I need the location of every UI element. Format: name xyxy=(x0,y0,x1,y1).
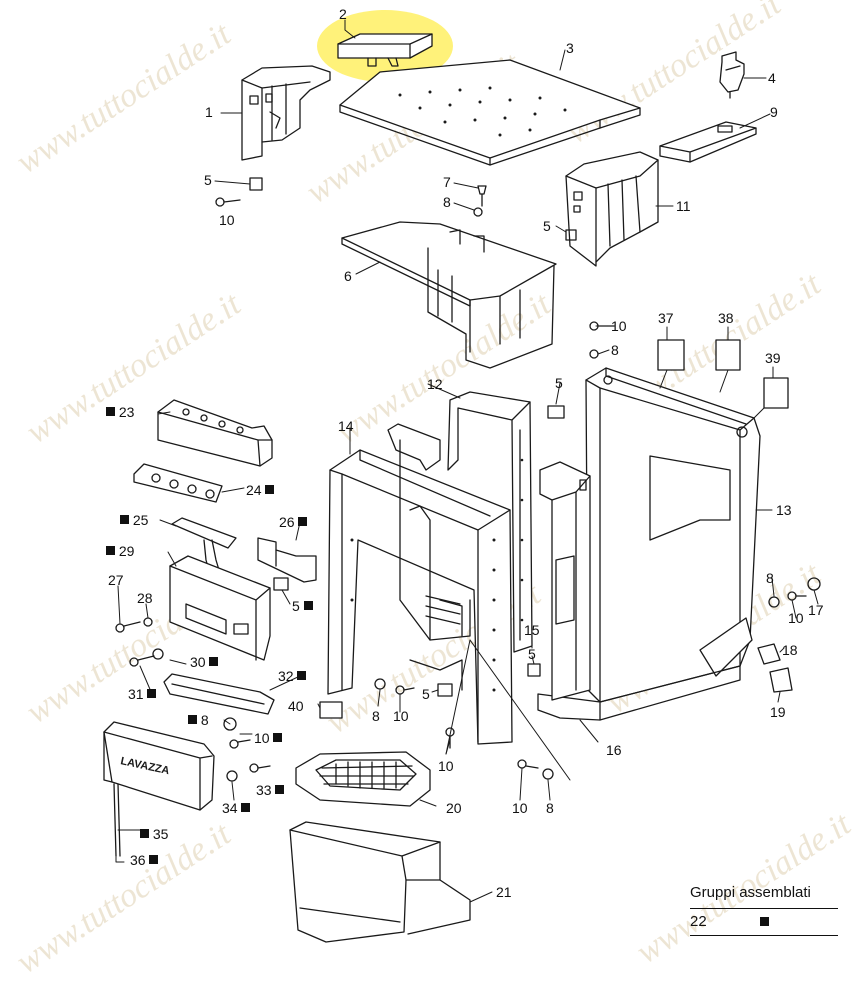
label-part-2: 2 xyxy=(339,6,347,22)
label-part-8d: 8 xyxy=(372,708,380,724)
label-part-10g: 10 xyxy=(512,800,528,816)
part-40-label xyxy=(319,701,343,719)
label-part-12: 12 xyxy=(427,376,443,392)
legend-title: Gruppi assemblati xyxy=(690,884,811,901)
label-part-11: 11 xyxy=(676,198,691,214)
part-35-36-rod xyxy=(113,783,121,857)
part-23-button-cover xyxy=(157,399,273,467)
part-32-trim xyxy=(163,673,275,715)
part-25-29-board xyxy=(169,517,271,661)
label-part-8f: 8 xyxy=(546,800,554,816)
label-part-5a: 5 xyxy=(204,172,212,188)
legend-row-code: 22 xyxy=(690,913,707,930)
label-part-30: 30 xyxy=(190,654,219,670)
label-part-20: 20 xyxy=(446,800,462,816)
exploded-parts-diagram: www.tuttocialde.it www.tuttocialde.it ww… xyxy=(10,0,855,981)
label-part-1: 1 xyxy=(205,104,213,120)
part-1-bracket xyxy=(241,65,331,161)
label-part-10f: 10 xyxy=(438,758,454,774)
legend-divider xyxy=(690,935,838,936)
label-part-10a: 10 xyxy=(219,212,235,228)
part-39-pad xyxy=(763,377,789,409)
label-part-24: 24 xyxy=(246,482,275,498)
label-part-4: 4 xyxy=(768,70,776,86)
part-38-pad xyxy=(715,339,741,371)
label-part-8e: 8 xyxy=(188,712,209,728)
assembled-groups-legend: Gruppi assemblati 22 xyxy=(690,884,838,936)
label-part-17: 17 xyxy=(808,602,824,618)
part-11-housing xyxy=(565,151,659,267)
label-part-18: 18 xyxy=(782,642,798,658)
label-part-5e: 5 xyxy=(528,646,536,662)
part-9-panel xyxy=(659,121,757,163)
part-3-top-plate xyxy=(339,59,641,166)
leader-lines xyxy=(115,19,819,903)
screws-washers xyxy=(115,177,821,782)
part-12-panel xyxy=(447,391,533,653)
label-part-15: 15 xyxy=(524,622,540,638)
label-part-3: 3 xyxy=(566,40,574,56)
part-6-tray xyxy=(341,221,557,369)
label-part-40: 40 xyxy=(288,698,304,714)
label-part-10c: 10 xyxy=(788,610,804,626)
part-13-side-shell xyxy=(585,367,761,703)
part-2-cover xyxy=(337,33,433,67)
label-part-8c: 8 xyxy=(766,570,774,586)
label-part-25: 25 xyxy=(120,512,148,528)
label-part-5c: 5 xyxy=(555,375,563,391)
part-21-drip-tray xyxy=(289,821,471,943)
part-34-front-panel xyxy=(103,721,215,811)
label-part-28: 28 xyxy=(137,590,153,606)
label-part-39: 39 xyxy=(765,350,781,366)
label-part-8a: 8 xyxy=(443,194,451,210)
part-37-pad xyxy=(657,339,685,371)
label-part-35: 35 xyxy=(140,826,168,842)
label-part-10e: 10 xyxy=(254,730,283,746)
label-part-16: 16 xyxy=(606,742,622,758)
legend-row: 22 xyxy=(690,913,838,931)
label-part-9: 9 xyxy=(770,104,778,120)
label-part-27: 27 xyxy=(108,572,124,588)
part-4-clip xyxy=(719,51,745,99)
label-part-34: 34 xyxy=(222,800,251,816)
label-part-33: 33 xyxy=(256,782,285,798)
label-part-14: 14 xyxy=(338,418,354,434)
label-part-5d: 5 xyxy=(292,598,313,614)
label-part-21: 21 xyxy=(496,884,512,900)
part-14-front-frame xyxy=(327,449,513,745)
label-part-29: 29 xyxy=(106,543,134,559)
label-part-5f: 5 xyxy=(422,686,430,702)
part-15-rail xyxy=(539,461,591,701)
label-part-10b: 10 xyxy=(611,318,627,334)
label-part-31: 31 xyxy=(128,686,157,702)
part-16-base xyxy=(537,665,741,721)
label-part-6: 6 xyxy=(344,268,352,284)
label-part-36: 36 xyxy=(130,852,159,868)
label-part-32: 32 xyxy=(278,668,307,684)
label-part-19: 19 xyxy=(770,704,786,720)
parts-drawing: LAVAZZA xyxy=(103,10,821,943)
part-26-bracket xyxy=(257,537,317,583)
label-part-37: 37 xyxy=(658,310,674,326)
label-part-5b: 5 xyxy=(543,218,551,234)
part-20-drip-grid xyxy=(295,751,431,807)
legend-row-marker xyxy=(760,917,769,926)
label-part-7: 7 xyxy=(443,174,451,190)
inner-chassis xyxy=(387,423,471,691)
legend-divider xyxy=(690,908,838,909)
label-part-38: 38 xyxy=(718,310,734,326)
label-part-26: 26 xyxy=(279,514,308,530)
label-part-13: 13 xyxy=(776,502,792,518)
part-24-key-strip xyxy=(133,463,223,503)
label-part-10d: 10 xyxy=(393,708,409,724)
label-part-8b: 8 xyxy=(611,342,619,358)
label-part-23: 23 xyxy=(106,404,134,420)
